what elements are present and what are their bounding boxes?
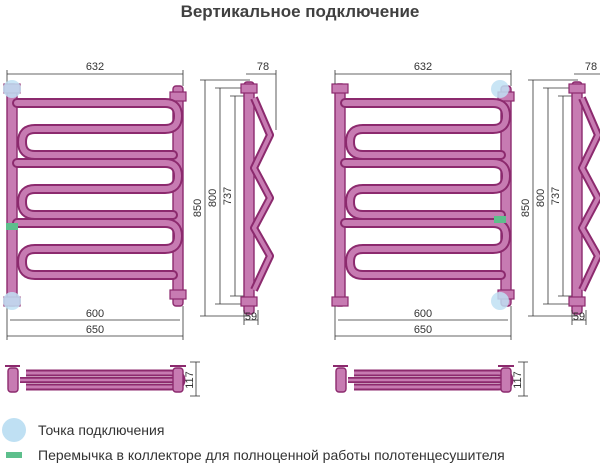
left-plan-view: 117	[5, 362, 200, 396]
right-side-view: 78 850 800 737 59	[520, 61, 600, 325]
dim-height-total: 850	[520, 199, 532, 217]
page-title: Вертикальное подключение	[180, 2, 420, 21]
dim-bottom-inner: 600	[86, 308, 104, 320]
dim-height-outer: 800	[207, 189, 219, 207]
legend-jumper-label: Перемычка в коллекторе для полноценной р…	[38, 447, 505, 463]
dim-plan-depth: 117	[512, 371, 524, 389]
right-plan-view: 117	[333, 362, 528, 396]
dim-height-outer: 800	[535, 189, 547, 207]
dim-height-inner: 737	[550, 187, 562, 205]
left-front-view: 632 600 650	[3, 61, 186, 340]
legend-connection-point-label: Точка подключения	[38, 422, 165, 438]
right-front-view: 632 600 650	[332, 61, 514, 340]
dim-bottom-outer: 650	[86, 324, 104, 336]
connection-point-top-left	[3, 80, 21, 98]
connection-point-bottom-left	[3, 292, 21, 310]
legend-jumper: Перемычка в коллекторе для полноценной р…	[0, 443, 600, 469]
dim-side-offset: 59	[573, 311, 585, 323]
jumper-marker-left	[6, 223, 18, 230]
dim-plan-depth: 117	[184, 371, 196, 389]
dim-side-offset: 59	[245, 311, 257, 323]
jumper-swatch	[6, 452, 22, 458]
dim-side-depth: 78	[257, 61, 269, 73]
left-side-view: 78 850 800 737 59	[192, 61, 276, 325]
connection-point-top-right	[491, 80, 509, 98]
connection-point-swatch	[2, 418, 26, 442]
legend-connection-point: Точка подключения	[0, 418, 600, 444]
dim-bottom-outer: 650	[414, 324, 432, 336]
dim-bottom-inner: 600	[414, 308, 432, 320]
dim-side-depth: 78	[585, 61, 597, 73]
dim-top-width: 632	[414, 61, 432, 73]
dim-height-total: 850	[192, 199, 204, 217]
dim-top-width: 632	[86, 61, 104, 73]
dim-height-inner: 737	[222, 187, 234, 205]
connection-point-bottom-right	[491, 292, 509, 310]
jumper-marker-right	[494, 216, 506, 223]
